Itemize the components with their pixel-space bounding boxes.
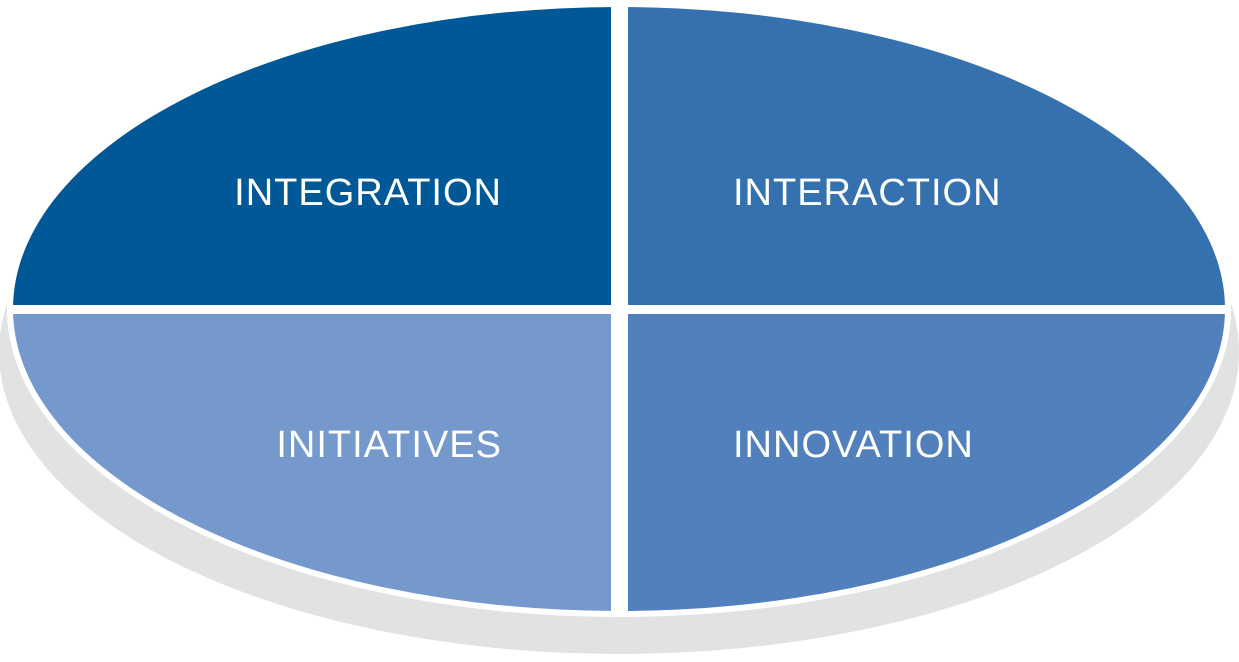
label-initiatives: INITIATIVES [276,424,502,466]
label-integration: INTEGRATION [234,172,502,214]
label-interaction: INTERACTION [733,172,1002,214]
label-innovation: INNOVATION [733,424,974,466]
oval-rim [7,1,1231,617]
